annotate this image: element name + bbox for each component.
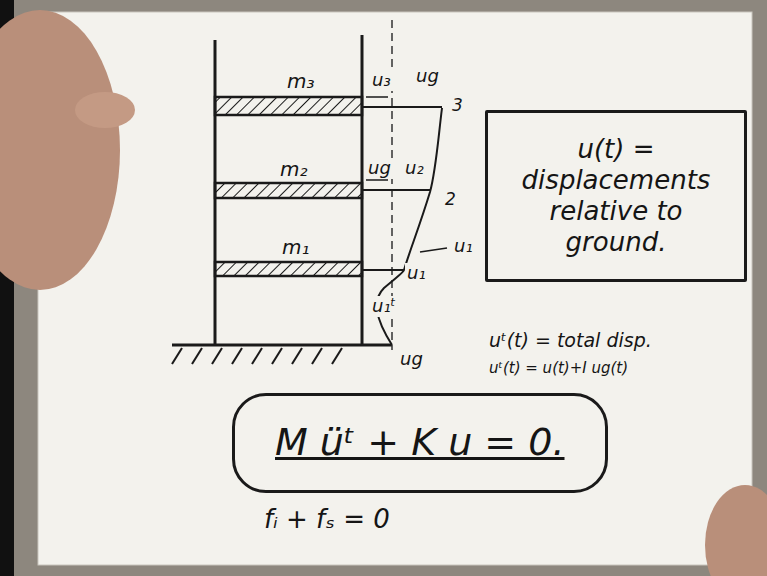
arrow (366, 179, 388, 181)
symbol-label: u₁ (405, 263, 428, 284)
symbol-label: ug (414, 66, 441, 87)
ground-line (172, 344, 392, 347)
symbol-label: u₁ (452, 236, 475, 257)
symbol-label: m₁ (280, 236, 312, 259)
node-text: u(t) = displacements relative to ground. (504, 134, 728, 259)
symbol-label: ug (366, 158, 393, 179)
symbol-label: u₁ᵗ (370, 296, 398, 317)
symbol-label: m₂ (278, 158, 310, 181)
floor-offset (362, 106, 442, 108)
symbol-label: u₃ (370, 70, 393, 91)
hand (0, 10, 120, 290)
arrow (366, 96, 388, 98)
symbol-label: 3 (450, 96, 465, 116)
symbol-label: 2 (443, 190, 458, 210)
note-text: uᵗ(t) = total disp. (487, 330, 654, 352)
floor-offset (362, 269, 404, 271)
symbol-label: m₃ (285, 70, 317, 93)
hand (705, 485, 767, 576)
note-text: uᵗ(t) = u(t)+I ug(t) (487, 360, 630, 377)
leader-line (420, 248, 447, 252)
paper-sheet (38, 12, 752, 565)
node-text: M üᵗ + K u = 0. (275, 420, 565, 466)
floor-slab (215, 262, 362, 276)
equation-box: M üᵗ + K u = 0. (232, 393, 608, 493)
ground-hatch (172, 348, 342, 364)
floor-offset (362, 189, 430, 191)
note-text: fᵢ + fₛ = 0 (262, 505, 392, 535)
note-box: u(t) = displacements relative to ground. (485, 110, 747, 282)
symbol-label: u₂ (403, 158, 426, 179)
symbol-label: ug (398, 349, 425, 370)
floor-slab (215, 97, 362, 115)
floor-slab (215, 183, 362, 198)
finger (75, 92, 135, 128)
